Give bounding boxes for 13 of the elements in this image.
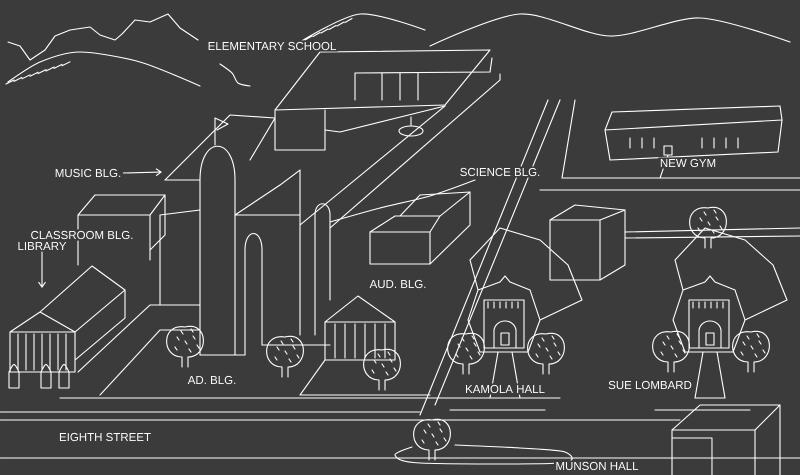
leader-arrow — [122, 168, 162, 176]
building-label: LIBRARY — [16, 240, 68, 252]
leader-arrow — [38, 252, 46, 288]
building-label: CLASSROOM BLG. — [29, 229, 135, 241]
building-label: KAMOLA HALL — [464, 383, 546, 395]
building-label: AUD. BLG. — [368, 278, 428, 290]
building-label: ELEMENTARY SCHOOL — [206, 40, 338, 52]
street-label: EIGHTH STREET — [58, 431, 152, 443]
building-label: MUSIC BLG. — [53, 167, 123, 179]
building-label: AD. BLG. — [186, 374, 238, 386]
building-label: SUE LOMBARD — [606, 379, 694, 391]
building-label: SCIENCE BLG. — [458, 166, 542, 178]
building-label: MUNSON HALL — [554, 460, 640, 472]
